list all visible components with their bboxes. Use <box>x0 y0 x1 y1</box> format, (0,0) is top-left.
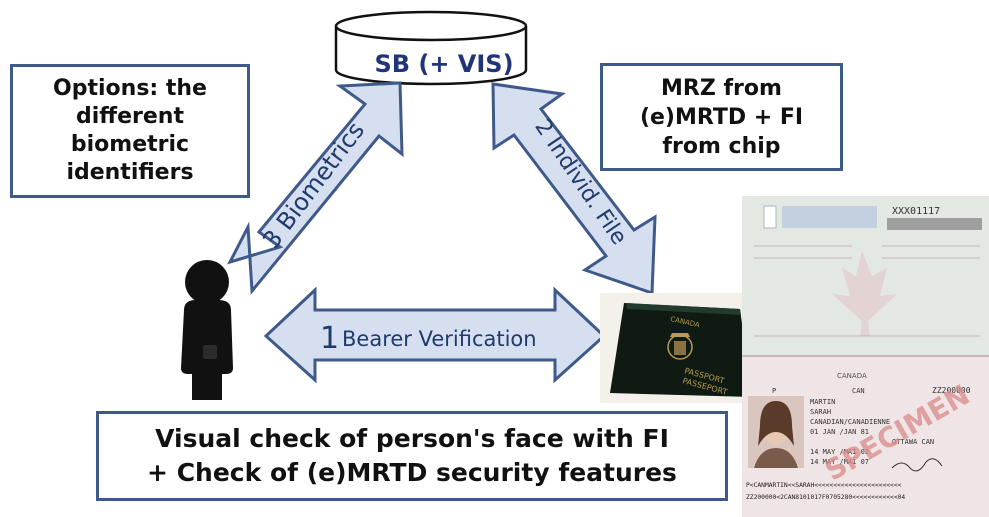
specimen-code: CAN <box>852 387 865 395</box>
options-box: Options: the different biometric identif… <box>10 64 250 198</box>
passport-specimen-image: XXX01117 CANADA P CAN ZZ200000 MARTIN SA… <box>742 196 989 517</box>
specimen-expiry: 14 MAY /MAI 07 <box>810 458 869 466</box>
mrz-box: MRZ from (e)MRTD + FI from chip <box>600 63 843 171</box>
passport-specimen-drawing: XXX01117 CANADA P CAN ZZ200000 MARTIN SA… <box>742 196 989 517</box>
visual-check-text: Visual check of person's face with FI + … <box>147 424 677 487</box>
bearer-number: 1 <box>320 321 339 356</box>
specimen-birthplace: OTTAWA CAN <box>892 438 934 446</box>
mrz-text: MRZ from (e)MRTD + FI from chip <box>639 75 804 159</box>
database-label: SB (+ VIS) <box>374 50 513 78</box>
options-text: Options: the different biometric identif… <box>53 76 207 185</box>
coat-of-arms-icon <box>667 333 693 360</box>
database-cylinder <box>334 10 528 86</box>
maple-leaf-icon <box>832 251 897 336</box>
specimen-mrz-line-2: ZZ200000<2CAN8101017F0705280<<<<<<<<<<<<… <box>746 494 905 501</box>
signature-icon <box>891 458 943 472</box>
specimen-type: P <box>772 387 776 395</box>
passport-booklet-image: CANADA PASSPORT PASSEPORT <box>600 293 767 403</box>
specimen-number: XXX01117 <box>892 206 940 217</box>
specimen-country: CANADA <box>837 372 867 380</box>
specimen-nationality: CANADIAN/CANADIENNE <box>810 418 890 426</box>
specimen-issue: 14 MAY /MAI 02 <box>810 448 869 456</box>
biometrics-arrow <box>227 81 404 295</box>
visual-check-box: Visual check of person's face with FI + … <box>96 411 728 501</box>
specimen-mrz-line-1: P<CANMARTIN<<SARAH<<<<<<<<<<<<<<<<<<<<<<… <box>746 482 902 489</box>
biometrics-label: 3 Biometrics <box>257 117 370 254</box>
person-icon <box>181 260 233 400</box>
specimen-dob: 01 JAN /JAN 81 <box>810 428 869 436</box>
passport-booklet-drawing: CANADA PASSPORT PASSEPORT <box>610 303 752 397</box>
specimen-passport-no: ZZ200000 <box>932 386 971 395</box>
specimen-given: SARAH <box>810 408 831 416</box>
specimen-surname: MARTIN <box>810 398 835 406</box>
holder-photo <box>748 396 804 468</box>
bearer-label: Bearer Verification <box>342 327 537 351</box>
